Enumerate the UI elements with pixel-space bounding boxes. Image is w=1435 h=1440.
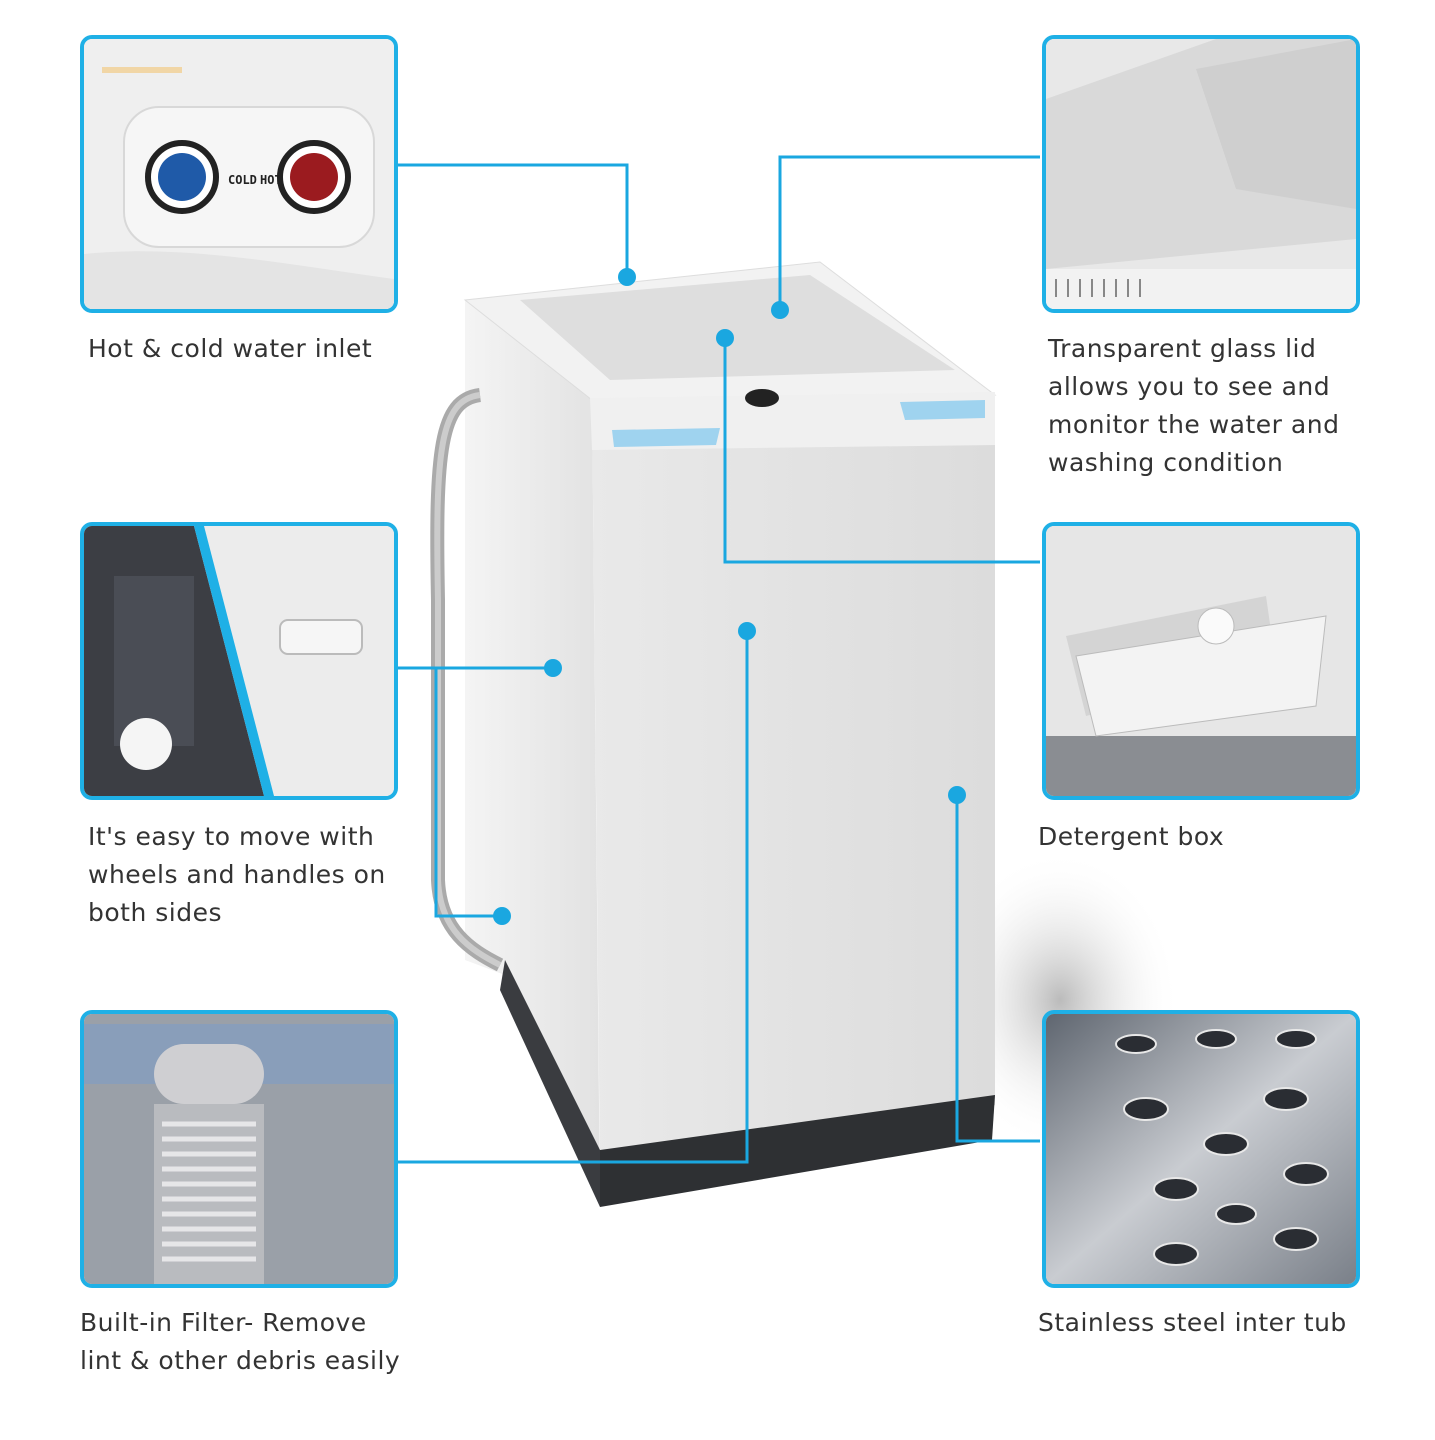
- control-knob: [745, 389, 779, 407]
- caption-inner-tub: Stainless steel inter tub: [1038, 1308, 1347, 1337]
- glass-lid: [520, 275, 955, 380]
- washer-side: [465, 300, 600, 1205]
- panel-glass-lid: [1042, 35, 1360, 313]
- connector-dots: [493, 268, 966, 925]
- wheel-icon: [120, 718, 172, 770]
- handle-icon: [279, 619, 363, 655]
- hot-inlet-icon: [290, 153, 338, 201]
- panel-detergent-box: [1042, 522, 1360, 800]
- panel-inner-tub: [1042, 1010, 1360, 1288]
- svg-text:HOT: HOT: [260, 173, 282, 187]
- panel-water-inlet: COLD HOT: [80, 35, 398, 313]
- svg-text:COLD: COLD: [228, 173, 257, 187]
- cold-inlet-icon: [158, 153, 206, 201]
- caption-detergent-box: Detergent box: [1038, 822, 1225, 851]
- caption-water-inlet: Hot & cold water inlet: [88, 334, 373, 363]
- panel-wheels-handles: [80, 522, 398, 800]
- connector-lines: [397, 155, 1040, 1164]
- caption-glass-lid: Transparent glass lid allows you to see …: [1048, 334, 1340, 477]
- panel-filter: [80, 1010, 398, 1288]
- washer-front: [592, 395, 995, 1170]
- caption-wheels-handles: It's easy to move with wheels and handle…: [88, 822, 386, 927]
- caption-filter: Built-in Filter- Remove lint & other deb…: [80, 1308, 401, 1375]
- washer-base: [600, 1095, 995, 1207]
